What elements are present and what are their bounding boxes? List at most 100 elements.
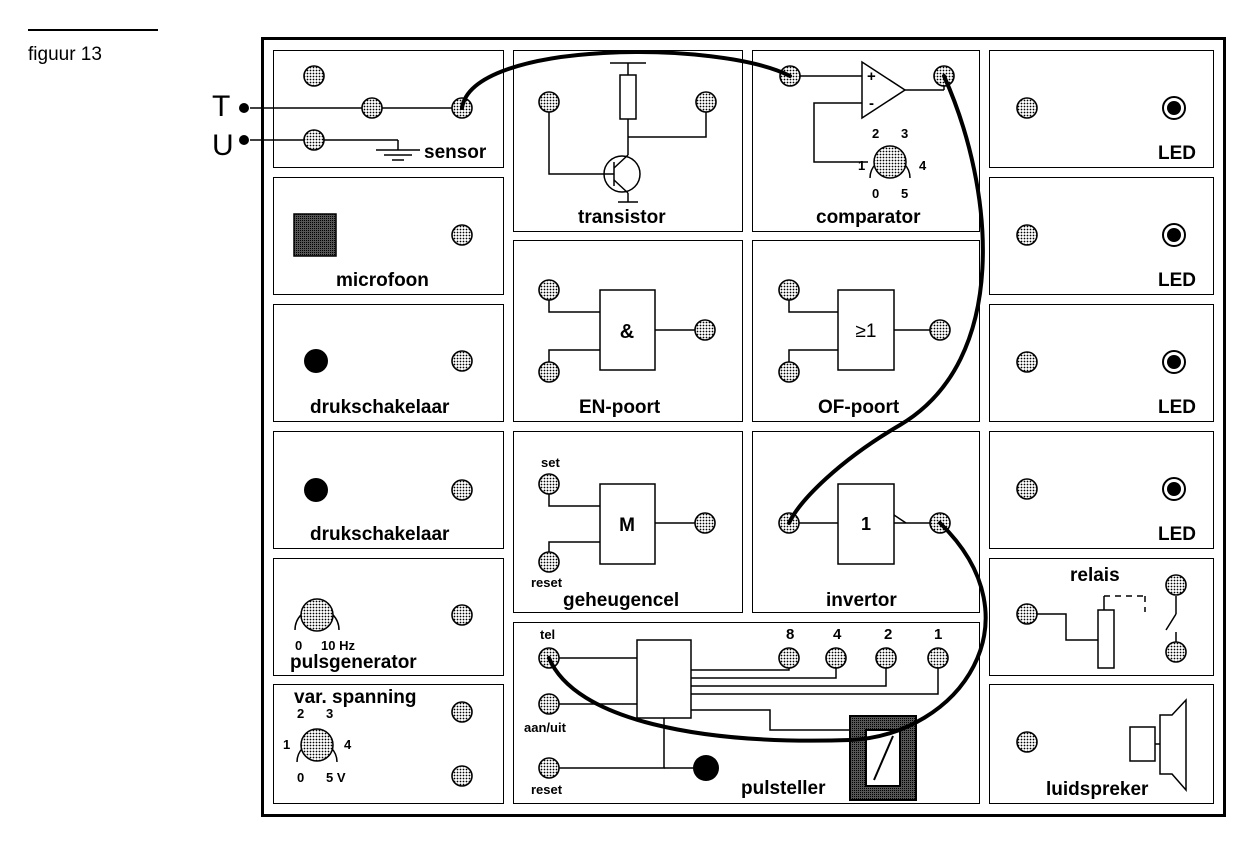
socket-var-spanning-2[interactable] [451,765,473,787]
module-drukschakelaar-2: drukschakelaar [273,431,504,549]
socket-luidspreker-in[interactable] [1016,731,1038,753]
socket-aan-uit[interactable] [538,693,560,715]
module-label: drukschakelaar [310,397,450,418]
socket-reset[interactable] [538,551,560,573]
voltage-knob[interactable] [300,728,334,762]
relay-coil [1097,609,1115,669]
connection-cables [460,50,988,743]
base-input-wire [548,102,614,175]
socket-of-out[interactable] [929,319,951,341]
pushbutton-1[interactable] [304,349,328,373]
comparator-threshold-knob[interactable] [873,145,907,179]
input-label-t: T [212,90,231,123]
or-symbol: ≥1 [856,321,877,342]
socket-led-3-in[interactable] [1016,351,1038,373]
set-label: set [541,455,560,470]
module-geheugencel: geheugencel set reset [513,431,743,613]
socket-geheugencel-out[interactable] [694,512,716,534]
module-microfoon: microfoon [273,177,504,295]
comp-4-label: 4 [919,158,927,173]
socket-en-out[interactable] [694,319,716,341]
socket-sensor-t[interactable] [361,97,383,119]
input-terminal-t [239,103,249,113]
counter-reset-button[interactable] [693,755,719,781]
socket-relais-contact-b[interactable] [1165,641,1187,663]
led-lamps [1162,96,1186,501]
socket-led-4-in[interactable] [1016,478,1038,500]
module-pulsgenerator: pulsgenerator 0 10 Hz [273,558,504,676]
speaker-magnet [1129,726,1156,762]
module-label: OF-poort [818,397,900,418]
socket-relais-in[interactable] [1016,603,1038,625]
bit-8-wire [691,658,790,671]
pushbutton-2[interactable] [304,478,328,502]
module-led-3: LED [989,304,1214,422]
socket-counter-reset[interactable] [538,757,560,779]
figure-caption: figuur 13 [28,44,102,65]
cable-invertor-to-tel [547,521,988,743]
led-lamp-1-core [1167,101,1181,115]
socket-bit-2[interactable] [875,647,897,669]
comparator-plus: + [867,68,876,85]
module-en-poort: EN-poort [513,240,743,422]
module-led-2: LED [989,177,1214,295]
var-0-label: 0 [297,770,305,785]
module-label: comparator [816,207,921,228]
socket-set[interactable] [538,473,560,495]
socket-pulsgenerator-out[interactable] [451,604,473,626]
module-label: var. spanning [294,687,417,708]
caption-rule [28,29,158,31]
socket-var-spanning-1[interactable] [451,701,473,723]
puls-min-label: 0 [295,638,303,653]
microphone-grille [293,213,337,257]
socket-bit-8[interactable] [778,647,800,669]
cable-comparator-to-invertor [787,74,985,525]
socket-transistor-out[interactable] [695,91,717,113]
socket-led-1-in[interactable] [1016,97,1038,119]
module-led-1: LED [989,50,1214,168]
reset-label: reset [531,575,563,590]
comparator-minus: - [869,95,874,112]
reset-counter-label: reset [531,782,563,797]
bit-2-label: 2 [884,626,893,643]
inverter-box [837,483,895,565]
socket-of-in-b[interactable] [778,361,800,383]
socket-drukschakelaar-1-out[interactable] [451,350,473,372]
module-led-4: LED [989,431,1214,549]
reset-counter-wire [549,718,665,769]
input-label-u: U [212,129,234,162]
module-label: drukschakelaar [310,524,450,545]
system-board [261,37,1226,817]
comparator-reference-wire [813,102,868,163]
socket-bit-4[interactable] [825,647,847,669]
socket-drukschakelaar-2-out[interactable] [451,479,473,501]
puls-frequency-knob[interactable] [300,598,334,632]
inverter-symbol: 1 [861,514,871,534]
transistor-emitter-lead [613,179,629,194]
socket-led-2-in[interactable] [1016,224,1038,246]
socket-sensor-u[interactable] [303,129,325,151]
socket-transistor-in[interactable] [538,91,560,113]
sockets [303,65,1187,787]
module-label: invertor [826,590,897,611]
module-invertor: invertor [752,431,980,613]
module-label: LED [1158,270,1196,291]
collector-output-wire [628,102,707,138]
and-symbol: & [620,321,634,343]
internal-wiring [250,60,1187,792]
socket-bit-1[interactable] [927,647,949,669]
socket-microfoon-out[interactable] [451,224,473,246]
socket-sensor-top[interactable] [303,65,325,87]
socket-of-in-a[interactable] [778,279,800,301]
display-wire [691,709,850,731]
socket-en-in-b[interactable] [538,361,560,383]
var-5v-label: 5 V [326,770,346,785]
module-label: relais [1070,565,1120,586]
var-3-label: 3 [326,706,334,721]
module-label: LED [1158,524,1196,545]
socket-en-in-a[interactable] [538,279,560,301]
module-label: luidspreker [1046,779,1149,800]
socket-relais-contact-a[interactable] [1165,574,1187,596]
